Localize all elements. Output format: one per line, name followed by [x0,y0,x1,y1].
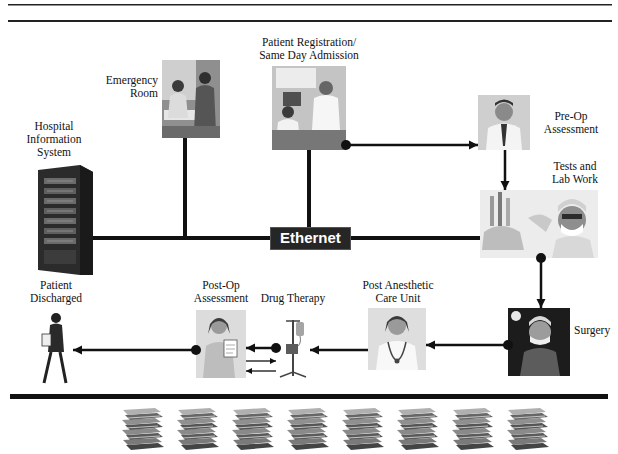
arrow-head [310,346,319,355]
paper-stack [397,408,439,450]
flow-connector [501,150,510,190]
paper-stack [287,408,329,450]
connector-line [426,344,508,347]
paper-stack [507,408,549,450]
photo-node: Emergency Room [162,60,220,138]
flow-connector [93,238,270,239]
step-label: Post-Op Assessment [186,279,256,305]
lab-picture [480,190,598,258]
flow-connector [73,345,201,355]
paper-stack [177,408,219,450]
step-label: Patient Registration/ Same Day Admission [253,36,365,62]
flow-connector [246,368,276,374]
photo-node: Patient Discharged [38,310,73,385]
doctor-picture [478,95,530,150]
step-label: Patient Discharged [24,279,88,305]
flow-connector [341,140,478,150]
flow-connector [309,150,310,227]
connector-line [307,150,311,227]
connector-line [93,236,270,240]
photo-node: Tests and Lab Work [480,190,598,258]
photo-node: Surgery [508,308,570,376]
connector-dot [503,340,513,350]
walking-woman-picture [42,313,66,383]
nurse-picture [368,308,426,370]
connector-line [351,236,480,240]
top-rule [8,20,612,22]
iv-pole-picture [280,320,306,377]
flow-connector [185,138,270,238]
arrow-head [73,346,82,355]
arrow-head [426,341,435,350]
flow-connector [426,340,513,350]
flow-connector [246,343,281,353]
flow-connector [351,238,480,239]
arrow-head [270,358,276,364]
arrow-head [246,344,255,353]
arrow-head [246,368,252,374]
network-label: Ethernet [280,229,341,247]
connector-line [185,138,270,238]
server-picture [38,165,93,275]
connector-dot [341,140,351,150]
step-label: Emergency Room [100,74,158,100]
connector-line [346,144,478,147]
flow-connector [246,358,276,364]
photo-node: Pre-Op Assessment [478,95,530,150]
bottom-bar [10,394,608,399]
photo-node: Post-Op Assessment [196,310,246,378]
paper-stack [232,408,274,450]
step-label: Drug Therapy [250,292,336,305]
nurse-clipboard-picture [196,310,246,378]
step-label: Pre-Op Assessment [538,110,604,136]
step-label: Hospital Information System [18,120,90,160]
paper-stack [122,408,164,450]
photo-node: Drug Therapy [276,318,310,378]
arrow-head [469,141,478,150]
paper-stack [342,408,384,450]
emergency-room-picture [162,60,220,138]
surgery-picture [508,308,570,376]
connector-dot [191,345,201,355]
photo-node: Post Anesthetic Care Unit [368,308,426,370]
paper-stack [452,408,494,450]
connector-dot [271,343,281,353]
registration-picture [272,66,346,150]
connector-line [73,349,196,352]
photo-node: Patient Registration/ Same Day Admission [272,66,346,150]
flow-connector [310,346,368,355]
network-box: Ethernet [270,227,351,250]
step-label: Post Anesthetic Care Unit [353,279,443,305]
step-label: Surgery [574,324,614,337]
arrow-head [501,181,510,190]
photo-node: Hospital Information System [38,165,93,275]
step-label: Tests and Lab Work [546,160,604,186]
arrow-head [537,299,546,308]
flow-connector [536,253,546,308]
top-rule [8,4,612,6]
connector-dot [536,253,546,263]
